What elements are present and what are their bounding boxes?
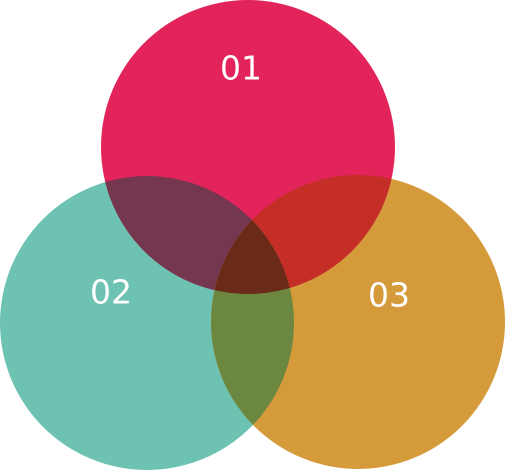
circle-02-label: 02	[90, 273, 132, 312]
overlap-01-03	[211, 175, 395, 294]
circle-01-label: 01	[220, 49, 262, 88]
circle-03-label: 03	[368, 276, 410, 315]
overlap-01-02	[101, 176, 294, 294]
